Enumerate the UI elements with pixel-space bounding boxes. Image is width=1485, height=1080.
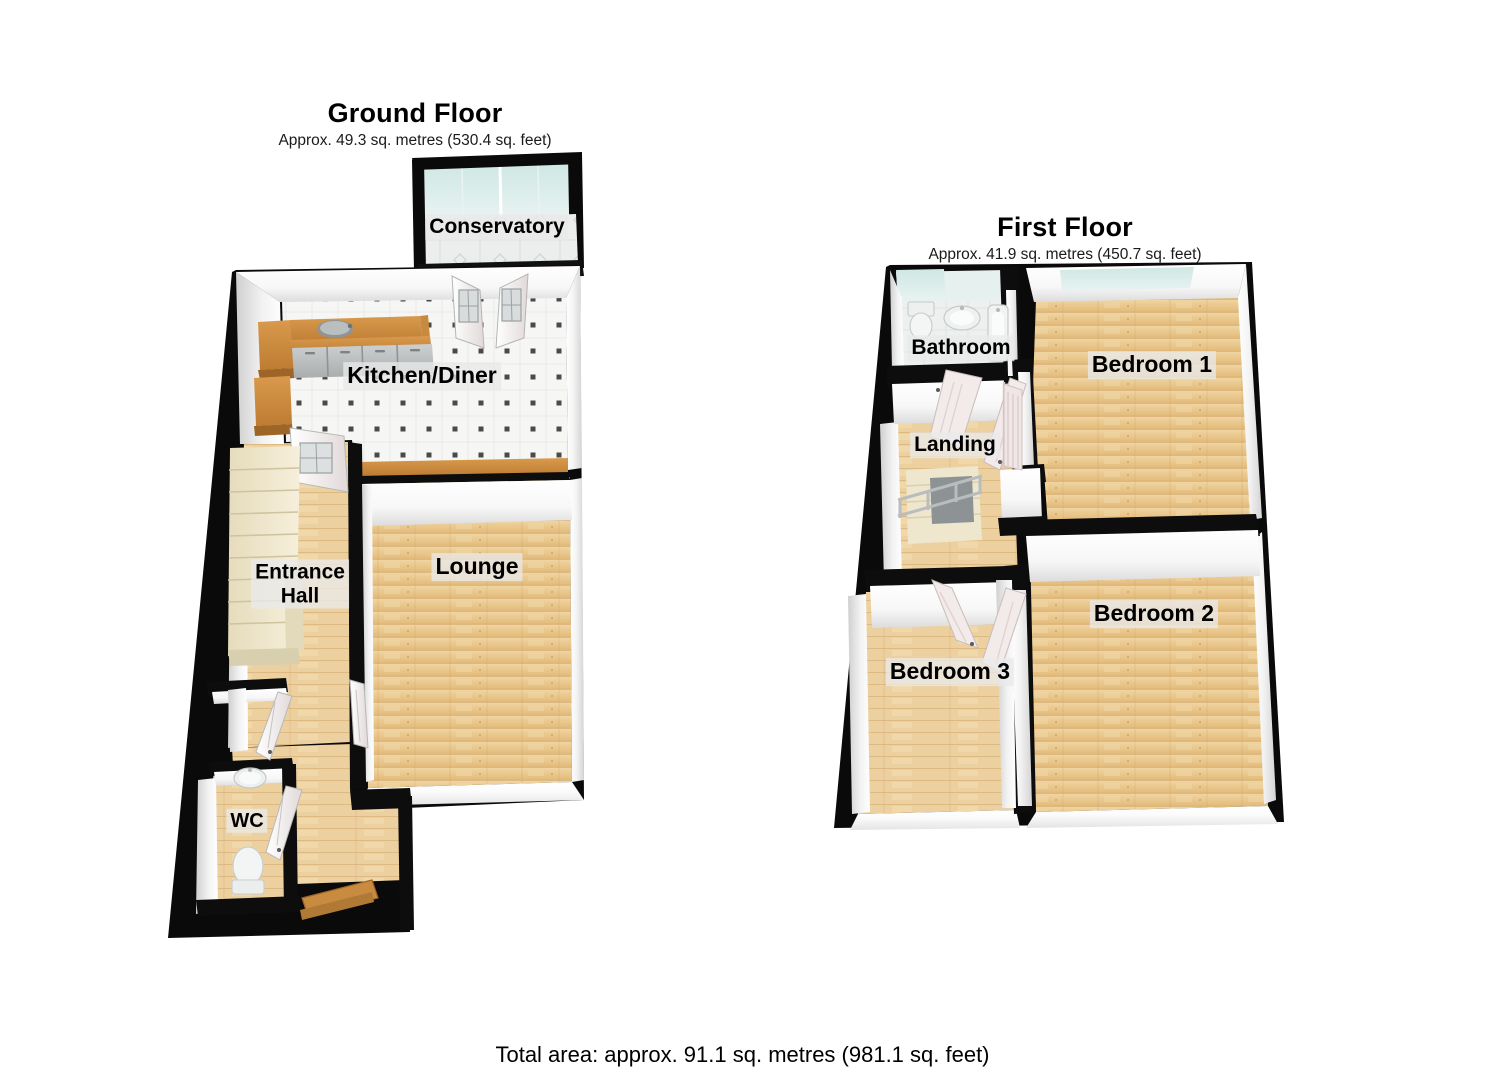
first-floor-heading: First Floor Approx. 41.9 sq. metres (450… bbox=[880, 212, 1250, 265]
room-label-landing: Landing bbox=[910, 432, 1000, 458]
ground-floor-area: Approx. 49.3 sq. metres (530.4 sq. feet) bbox=[278, 132, 552, 150]
bedroom-3-door[interactable] bbox=[931, 579, 979, 649]
first-floor-plan bbox=[834, 262, 1284, 830]
hall-mid-door[interactable] bbox=[255, 691, 293, 761]
entrance-hall-line-2: Hall bbox=[280, 584, 320, 607]
lounge-door[interactable] bbox=[349, 679, 369, 749]
entrance-hall-line-1: Entrance bbox=[255, 560, 345, 584]
wc-door[interactable] bbox=[265, 785, 303, 861]
room-label-entrance-hall: Entrance Hall bbox=[251, 559, 349, 609]
landing-stairwell bbox=[897, 382, 1023, 544]
conservatory-doors bbox=[451, 273, 529, 349]
ground-floor-heading: Ground Floor Approx. 49.3 sq. metres (53… bbox=[230, 98, 600, 151]
total-area-text: Total area: approx. 91.1 sq. metres (981… bbox=[495, 1042, 990, 1067]
room-label-lounge: Lounge bbox=[431, 553, 523, 581]
first-floor-area: Approx. 41.9 sq. metres (450.7 sq. feet) bbox=[928, 246, 1202, 264]
wc-fixtures bbox=[231, 767, 267, 895]
room-label-bathroom: Bathroom bbox=[907, 335, 1015, 361]
room-label-bedroom-1: Bedroom 1 bbox=[1087, 351, 1217, 379]
room-label-kitchen-diner: Kitchen/Diner bbox=[343, 362, 501, 390]
room-label-bedroom-2: Bedroom 2 bbox=[1089, 600, 1219, 628]
ground-floor-title: Ground Floor bbox=[327, 98, 503, 128]
first-floor-title: First Floor bbox=[997, 212, 1133, 242]
front-door[interactable] bbox=[300, 879, 379, 920]
first-floor-wall-faces bbox=[848, 264, 1278, 830]
room-label-bedroom-3: Bedroom 3 bbox=[885, 658, 1015, 686]
staircase-ground bbox=[227, 446, 304, 666]
room-label-wc: WC bbox=[226, 808, 268, 834]
room-label-conservatory: Conservatory bbox=[425, 214, 569, 240]
